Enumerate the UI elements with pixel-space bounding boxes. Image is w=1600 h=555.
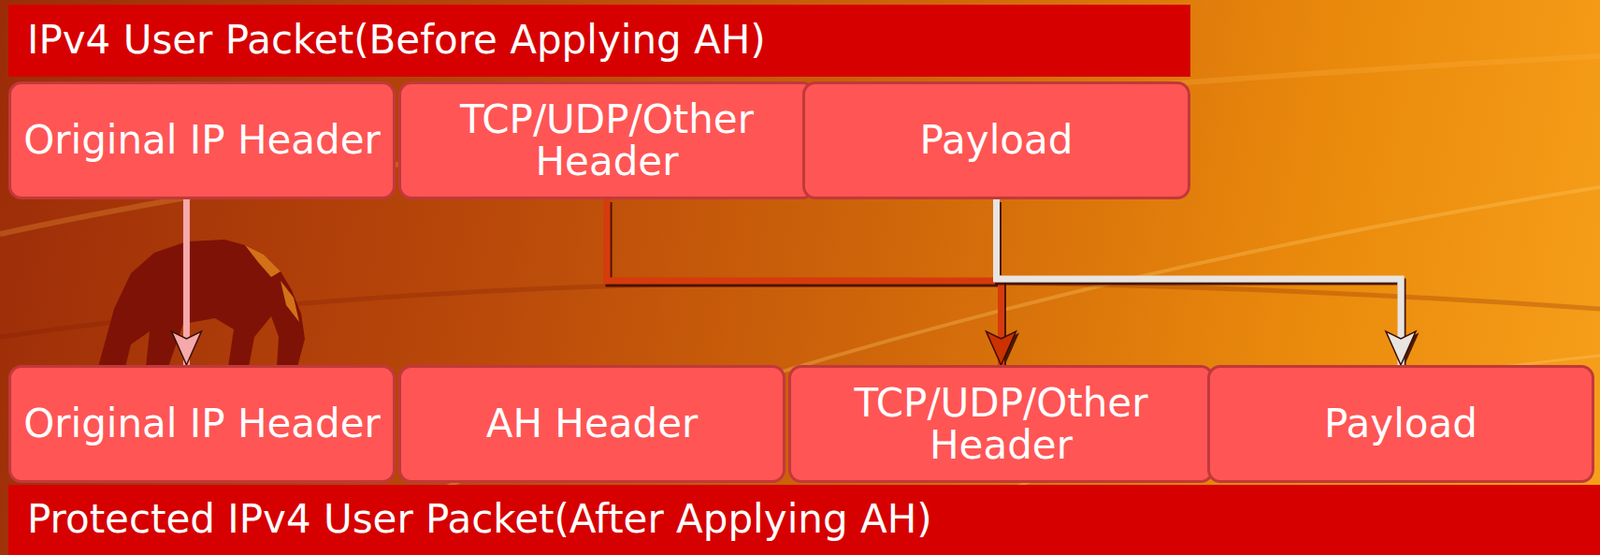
field-label: AH Header [478,402,707,445]
packet-field-box: Original IP Header [8,364,396,483]
bear-highlight [245,245,300,322]
packet-field-box: Payload [1207,364,1595,483]
field-label: Payload [1316,402,1485,445]
field-move-arrow [183,199,190,365]
field-label: Original IP Header [15,118,389,161]
packet-field-box: AH Header [398,364,786,483]
field-label: TCP/UDP/Other Header [401,98,813,184]
packet-field-box: TCP/UDP/Other Header [398,81,816,200]
title-band: IPv4 User Packet(Before Applying AH) [8,4,1191,77]
field-move-arrow [606,199,1002,365]
field-label: Original IP Header [15,402,389,445]
field-move-arrow [996,199,1402,365]
caption-band: Protected IPv4 User Packet(After Applyin… [8,484,1600,555]
bear-silhouette [98,239,305,367]
field-label: TCP/UDP/Other Header [791,381,1211,467]
field-label: Payload [912,118,1082,161]
packet-field-box: Payload [802,81,1191,200]
packet-field-box: Original IP Header [8,81,396,200]
packet-field-box: TCP/UDP/Other Header [788,364,1214,483]
swoosh [0,56,1600,234]
